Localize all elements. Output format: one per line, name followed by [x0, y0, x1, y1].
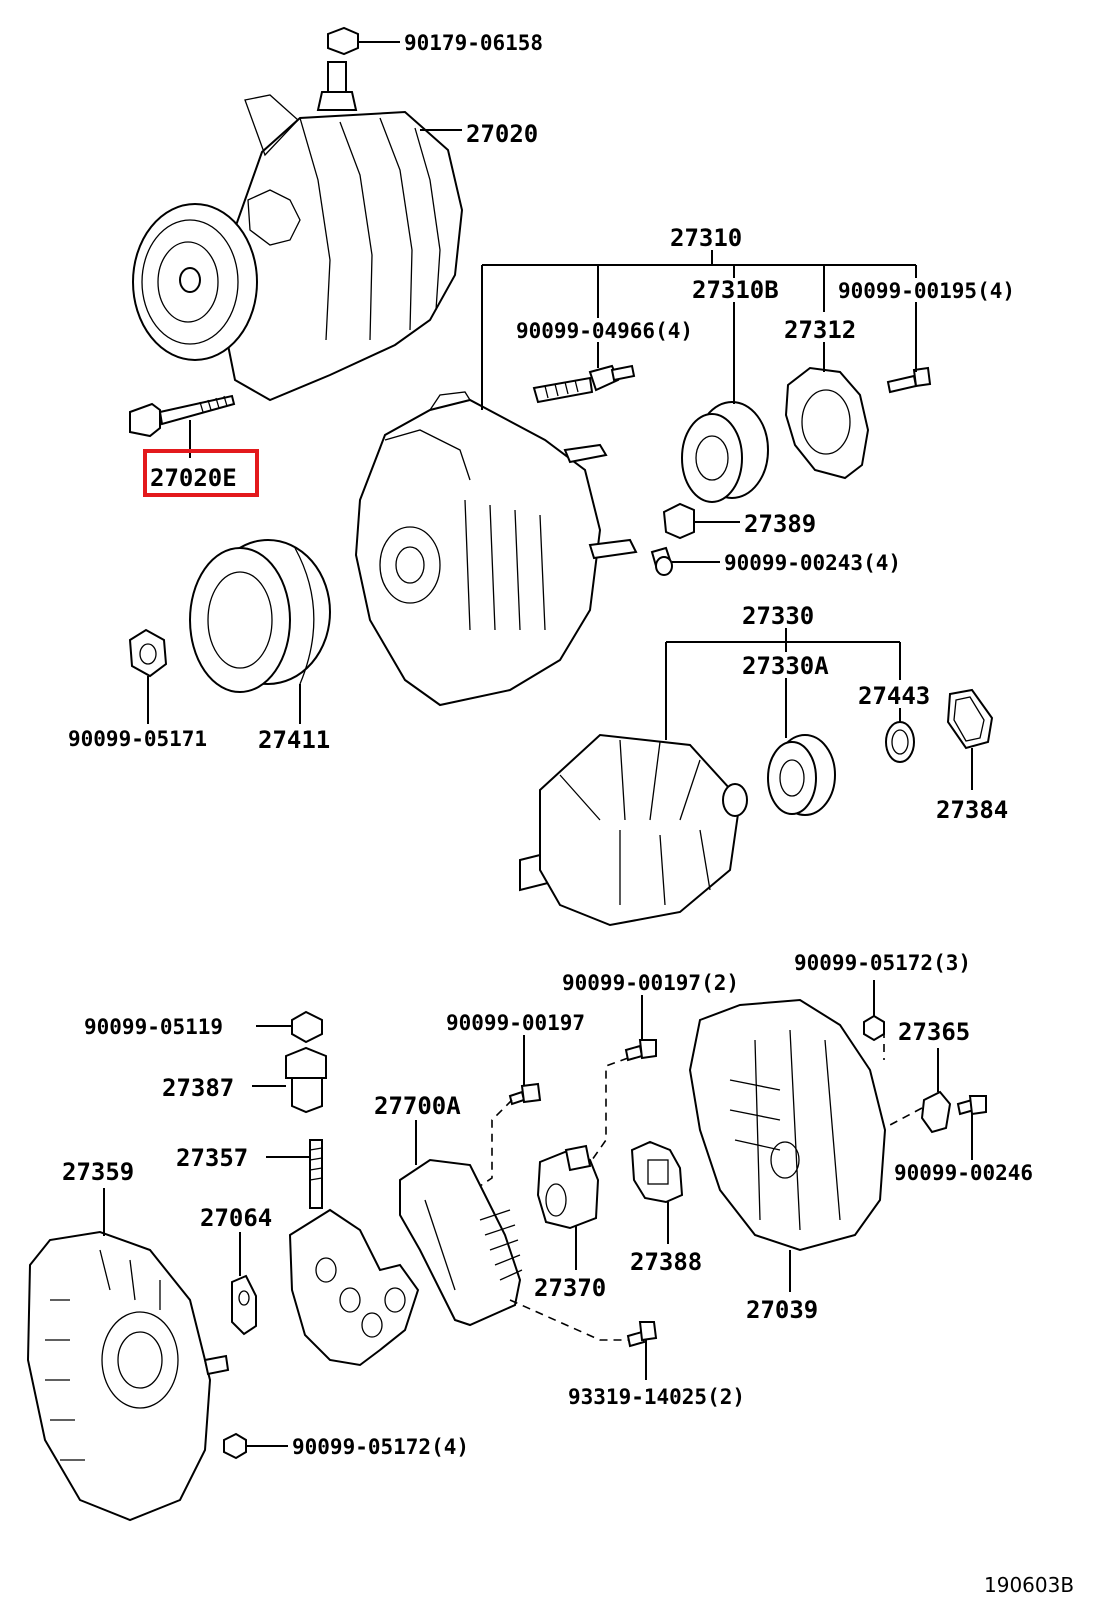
label-27310b[interactable]: 27310B [692, 276, 779, 304]
label-90099-05172-4[interactable]: 90099-05172(4) [292, 1435, 469, 1459]
label-90099-05119[interactable]: 90099-05119 [84, 1015, 223, 1039]
label-27700a[interactable]: 27700A [374, 1092, 461, 1120]
rectifier-end-frame-drawing [26, 1230, 230, 1522]
label-27312[interactable]: 27312 [784, 316, 856, 344]
stud-bolt-drawing [532, 364, 636, 404]
label-27020e[interactable]: 27020E [150, 464, 237, 492]
label-90099-00197[interactable]: 90099-00197 [446, 1011, 585, 1035]
label-27387[interactable]: 27387 [162, 1074, 234, 1102]
rear-cover-screw-drawing [956, 1095, 987, 1116]
part-labels: 90179-06158 27020 27310 27310B 90099-001… [62, 31, 1074, 1597]
label-27388[interactable]: 27388 [630, 1248, 702, 1276]
label-90099-00246[interactable]: 90099-00246 [894, 1161, 1033, 1185]
rotor-drawing [519, 733, 748, 927]
label-27389[interactable]: 27389 [744, 510, 816, 538]
pulley-nut-drawing [128, 628, 168, 678]
label-27365[interactable]: 27365 [898, 1018, 970, 1046]
label-27330[interactable]: 27330 [742, 602, 814, 630]
regulator-mount-screw-drawing [626, 1321, 658, 1348]
bearing-cover-drawing [662, 502, 695, 540]
front-bearing-drawing [681, 401, 769, 503]
label-27310[interactable]: 27310 [670, 224, 742, 252]
label-27039[interactable]: 27039 [746, 1296, 818, 1324]
brush-holder-drawing [536, 1144, 600, 1230]
figure-code: 190603B [984, 1573, 1074, 1597]
rectifier-insulator-drawing [231, 1274, 257, 1336]
label-27443[interactable]: 27443 [858, 682, 930, 710]
label-90099-00197-2[interactable]: 90099-00197(2) [562, 971, 739, 995]
label-27020[interactable]: 27020 [466, 120, 538, 148]
label-93319-14025[interactable]: 93319-14025(2) [568, 1385, 745, 1409]
frame-screw-drawing [650, 546, 673, 576]
label-90099-00195[interactable]: 90099-00195(4) [838, 279, 1015, 303]
leader-lines [103, 41, 973, 1447]
rear-end-cover-drawing [688, 998, 887, 1252]
label-90099-05172-3[interactable]: 90099-05172(3) [794, 951, 971, 975]
through-bolt-drawing [129, 394, 236, 438]
label-90099-00243[interactable]: 90099-00243(4) [724, 551, 901, 575]
retainer-screw-drawing [886, 366, 932, 394]
terminal-nut-drawing [291, 1010, 323, 1044]
terminal-cap-drawing [920, 1090, 952, 1134]
label-27357[interactable]: 27357 [176, 1144, 248, 1172]
pulley-drawing [189, 539, 331, 693]
label-27411[interactable]: 27411 [258, 726, 330, 754]
bearing-ring-drawing [885, 721, 915, 763]
bearing-retainer-drawing [784, 366, 870, 480]
label-27359[interactable]: 27359 [62, 1158, 134, 1186]
terminal-bolt-drawing [309, 1139, 323, 1209]
label-27064[interactable]: 27064 [200, 1204, 272, 1232]
label-90099-05171[interactable]: 90099-05171 [68, 727, 207, 751]
end-frame-nut-drawing [223, 1432, 247, 1460]
label-27384[interactable]: 27384 [936, 796, 1008, 824]
brush-holder-screw-drawing [624, 1039, 657, 1062]
label-27370[interactable]: 27370 [534, 1274, 606, 1302]
selected-part-highlight [143, 449, 259, 497]
drive-end-frame-drawing [354, 391, 638, 707]
terminal-insulator-drawing [285, 1046, 327, 1114]
rear-cover-nut-drawing [863, 1014, 885, 1042]
label-27330a[interactable]: 27330A [742, 652, 829, 680]
label-90099-04966[interactable]: 90099-04966(4) [516, 319, 693, 343]
alternator-assembly-drawing [132, 26, 464, 402]
label-90179-06158[interactable]: 90179-06158 [404, 31, 543, 55]
brush-holder-cover-drawing [630, 1140, 684, 1204]
rectifier-drawing [288, 1208, 420, 1367]
rear-bearing-drawing [767, 734, 836, 816]
regulator-screw-drawing [508, 1082, 542, 1106]
voltage-regulator-drawing [399, 1158, 523, 1327]
rubber-cover-drawing [946, 688, 994, 750]
